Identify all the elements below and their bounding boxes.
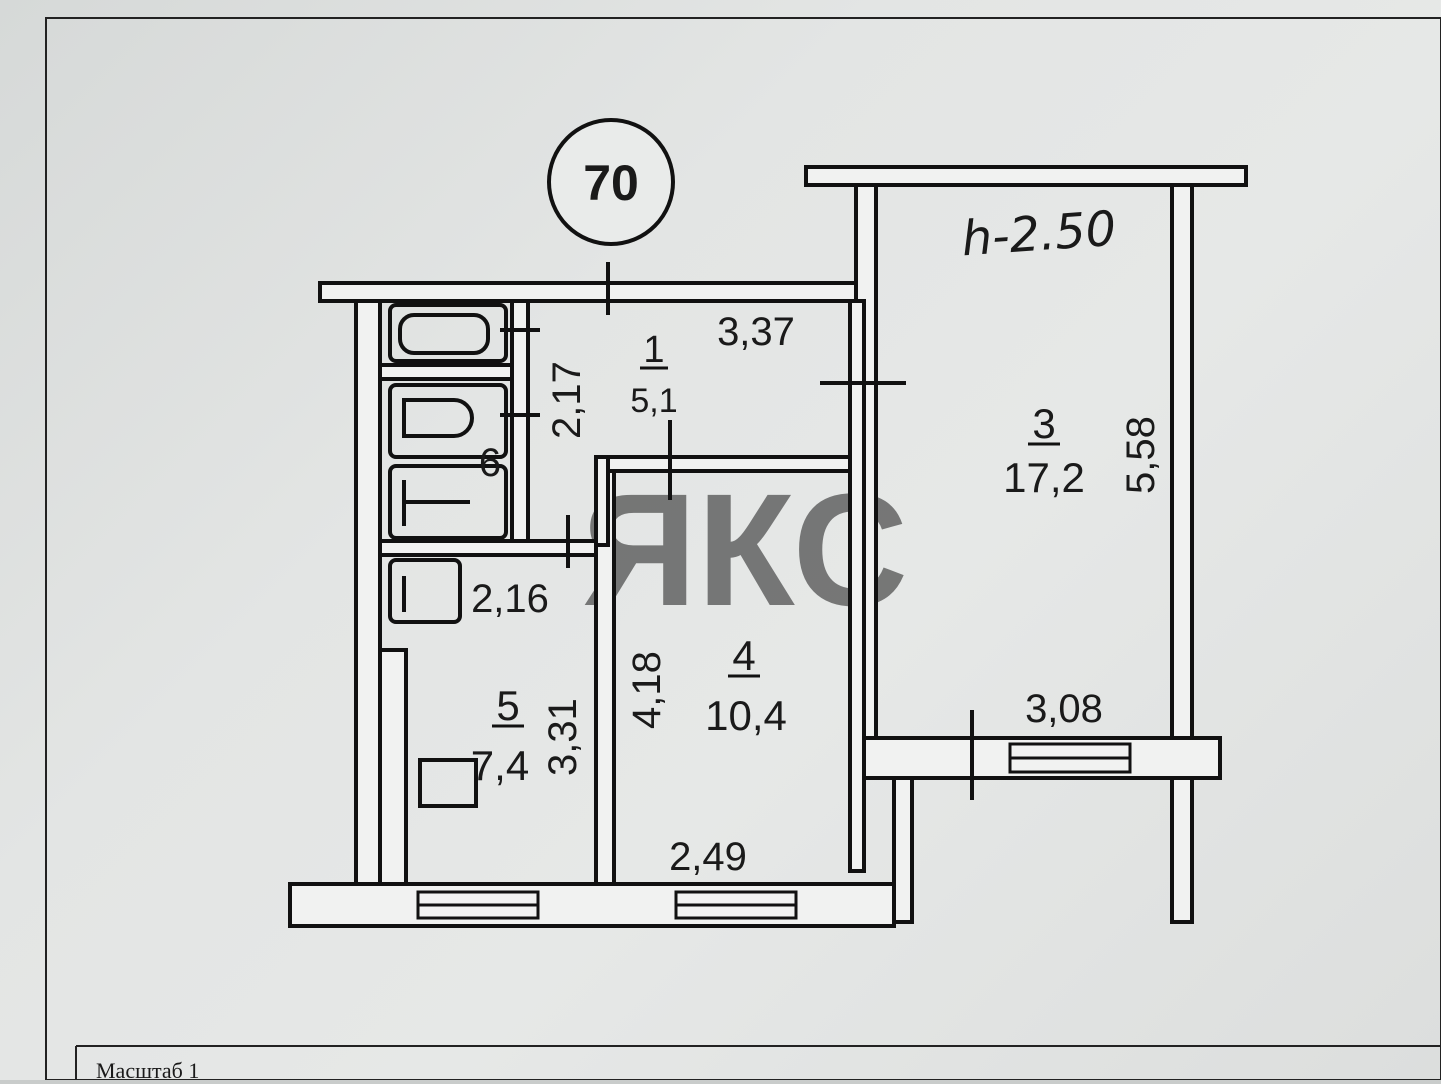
wall-right-room3	[1170, 183, 1194, 742]
room-6-number: 6	[479, 441, 501, 485]
partition-hall-corner	[594, 455, 610, 547]
partition-room3	[848, 299, 866, 873]
dimension-kitchen-width: 2,16	[471, 577, 549, 621]
room-4-number: 4	[732, 632, 755, 679]
room-1-number: 1	[643, 329, 664, 371]
dimension-hall-length: 2,17	[545, 361, 589, 439]
room-4-area: 10,4	[705, 692, 787, 739]
ceiling-height: h-2.50	[960, 201, 1118, 268]
room-5-number: 5	[496, 682, 519, 729]
apartment-number: 70	[583, 155, 639, 211]
scale-label: Масштаб 1	[96, 1058, 200, 1083]
kitchen-counter	[378, 648, 408, 886]
partition-kitchen-top	[378, 539, 600, 557]
partition-wc	[510, 299, 530, 543]
balcony-left-wall	[892, 776, 914, 924]
dimension-room4-length: 4,18	[625, 651, 669, 729]
dimension-labels: 3,37 2,17 5,58 3,08 4,18 2,49 3,31 2,16	[471, 310, 1163, 879]
room-3-number: 3	[1032, 400, 1055, 447]
door-marks	[500, 262, 974, 800]
dimension-room3-length: 5,58	[1119, 416, 1163, 494]
stove	[388, 558, 462, 624]
toilet	[388, 383, 508, 459]
wall-left	[354, 299, 382, 886]
room-1-area: 5,1	[630, 382, 677, 420]
dimension-kitchen-length: 3,31	[541, 698, 585, 776]
bathtub	[388, 303, 508, 363]
partition-bath	[378, 363, 514, 381]
windows	[416, 742, 1132, 920]
fixtures	[388, 303, 508, 808]
dimension-room3-width: 3,08	[1025, 687, 1103, 731]
kitchen-table	[418, 758, 478, 808]
room-labels: 1 5,1 3 17,2 4 10,4 5 7,4 6	[471, 329, 1085, 789]
sink	[388, 464, 508, 540]
sheet-frame	[45, 17, 1441, 1080]
room-5-area: 7,4	[471, 742, 529, 789]
dimension-hall-width: 3,37	[717, 310, 795, 354]
wall-top-left	[318, 281, 862, 303]
wall-bottom	[288, 882, 896, 928]
balcony-right-wall	[1170, 776, 1194, 924]
wall-top-right	[804, 165, 1248, 187]
dimension-room4-width: 2,49	[669, 835, 747, 879]
room-3-area: 17,2	[1003, 454, 1085, 501]
partition-room4-top	[594, 455, 858, 473]
apartment-number-circle	[547, 118, 675, 246]
